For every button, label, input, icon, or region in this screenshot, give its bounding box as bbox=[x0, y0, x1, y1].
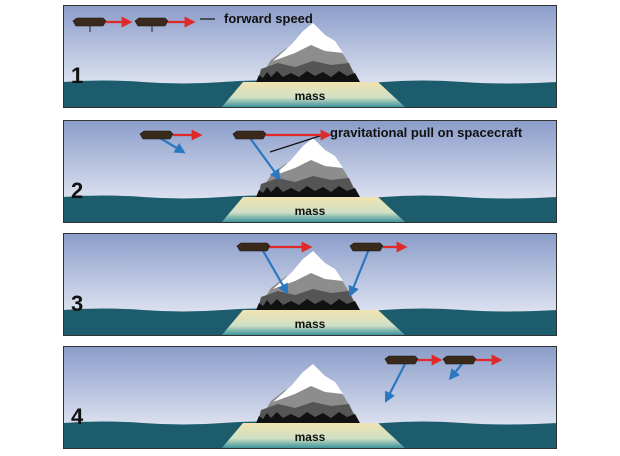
spacecraft bbox=[134, 17, 169, 27]
island-beach bbox=[221, 423, 406, 449]
mass-label: mass bbox=[294, 89, 326, 103]
gravity-arrow bbox=[159, 137, 186, 154]
scene bbox=[63, 5, 557, 108]
step-number: 3 bbox=[71, 291, 84, 316]
forest bbox=[256, 299, 360, 310]
spacecraft bbox=[236, 242, 271, 252]
gravity-arrow bbox=[249, 137, 281, 181]
panel-border bbox=[63, 120, 557, 223]
step-number: 1 bbox=[71, 63, 84, 88]
snow-cap bbox=[273, 138, 343, 176]
forward-speed-label: forward speed bbox=[224, 11, 313, 26]
snow-cap bbox=[273, 251, 343, 289]
mountain-rock bbox=[258, 61, 357, 81]
panel-2: 2 mass gravitational pull on spacecraft bbox=[63, 120, 557, 223]
scene bbox=[63, 233, 557, 336]
scene bbox=[63, 346, 557, 449]
panel-border bbox=[63, 233, 557, 336]
panel-border bbox=[63, 346, 557, 449]
island-beach bbox=[221, 197, 406, 223]
island-beach bbox=[221, 82, 406, 108]
gravity-arrow bbox=[348, 248, 371, 298]
gravitational-pull-label: gravitational pull on spacecraft bbox=[330, 125, 523, 140]
scene bbox=[63, 120, 557, 223]
mountain-rock bbox=[258, 402, 357, 422]
panel-3: 3 mass bbox=[63, 233, 557, 336]
spacecraft bbox=[442, 355, 477, 365]
forest bbox=[256, 186, 360, 197]
snow-cap bbox=[273, 364, 343, 402]
island-beach bbox=[221, 310, 406, 336]
spacecraft bbox=[139, 130, 174, 140]
mountain-rock bbox=[258, 176, 357, 196]
mass-label: mass bbox=[294, 204, 326, 218]
spacecraft bbox=[232, 130, 267, 140]
mass-label: mass bbox=[294, 430, 326, 444]
gravity-arrow bbox=[384, 363, 406, 403]
forest bbox=[256, 412, 360, 423]
step-number: 2 bbox=[71, 178, 84, 203]
snow-cap bbox=[273, 23, 343, 61]
gravity-arrow bbox=[448, 363, 463, 381]
step-number: 4 bbox=[71, 404, 84, 429]
spacecraft bbox=[349, 242, 384, 252]
panel-border bbox=[63, 5, 557, 108]
spacecraft bbox=[384, 355, 419, 365]
spacecraft bbox=[72, 17, 107, 27]
panel-1: 1 mass forward speed bbox=[63, 5, 557, 108]
mass-label: mass bbox=[294, 317, 326, 331]
forest bbox=[256, 71, 360, 82]
panel-4: 4 mass bbox=[63, 346, 557, 449]
leader-line bbox=[269, 133, 327, 153]
gravity-arrow bbox=[261, 248, 289, 295]
